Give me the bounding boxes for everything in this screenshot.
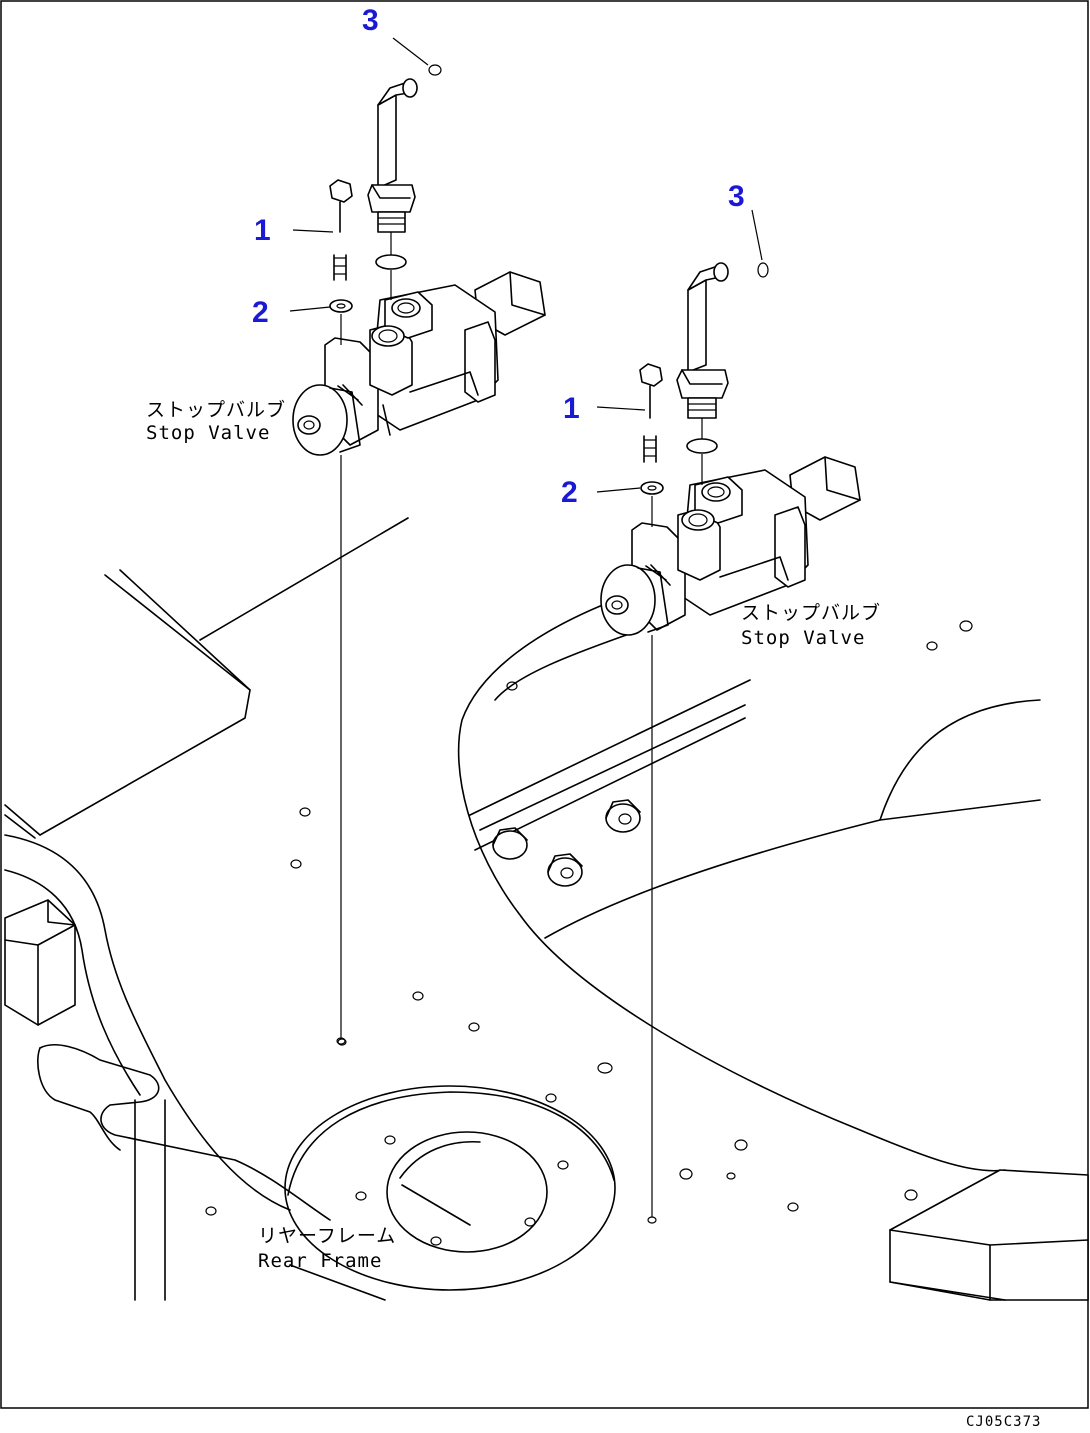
callout-bolt-right: 1 <box>563 392 580 425</box>
elbow-fitting-left <box>367 78 418 233</box>
o-ring-left <box>375 254 407 270</box>
stop-valve-label-jp-right: ストップバルブ <box>741 601 881 624</box>
bolt-left <box>329 179 353 281</box>
stop-valve-assembly-right <box>596 209 861 1224</box>
elbow-fitting-right <box>676 262 729 419</box>
valve-body-left <box>292 271 546 456</box>
plug-left <box>428 64 442 76</box>
frame-boss <box>605 799 641 833</box>
callout-bolt-left: 1 <box>254 214 271 247</box>
bolt-right <box>639 363 663 463</box>
stop-valve-label-en-right: Stop Valve <box>741 627 865 649</box>
drawing-code: CJ05C373 <box>966 1414 1041 1430</box>
washer-right <box>640 481 664 495</box>
rear-frame-label-en: Rear Frame <box>258 1250 382 1272</box>
stop-valve-label-jp-left: ストップバルブ <box>146 398 286 421</box>
callout-plug-left: 3 <box>362 4 379 37</box>
frame-boss <box>547 853 583 887</box>
rear-frame <box>4 517 1089 1301</box>
rear-frame-label-jp: リヤーフレーム <box>258 1225 396 1247</box>
plug-right <box>757 262 769 278</box>
frame-boss <box>492 827 528 860</box>
valve-body-right <box>600 456 861 636</box>
o-ring-right <box>686 438 718 454</box>
stop-valve-label-en-left: Stop Valve <box>146 422 270 444</box>
stop-valve-assembly-left <box>289 37 546 1045</box>
washer-left <box>329 299 353 313</box>
callout-washer-left: 2 <box>252 296 269 329</box>
frame-holes <box>205 620 973 1246</box>
callout-washer-right: 2 <box>561 476 578 509</box>
callout-plug-right: 3 <box>728 180 745 213</box>
